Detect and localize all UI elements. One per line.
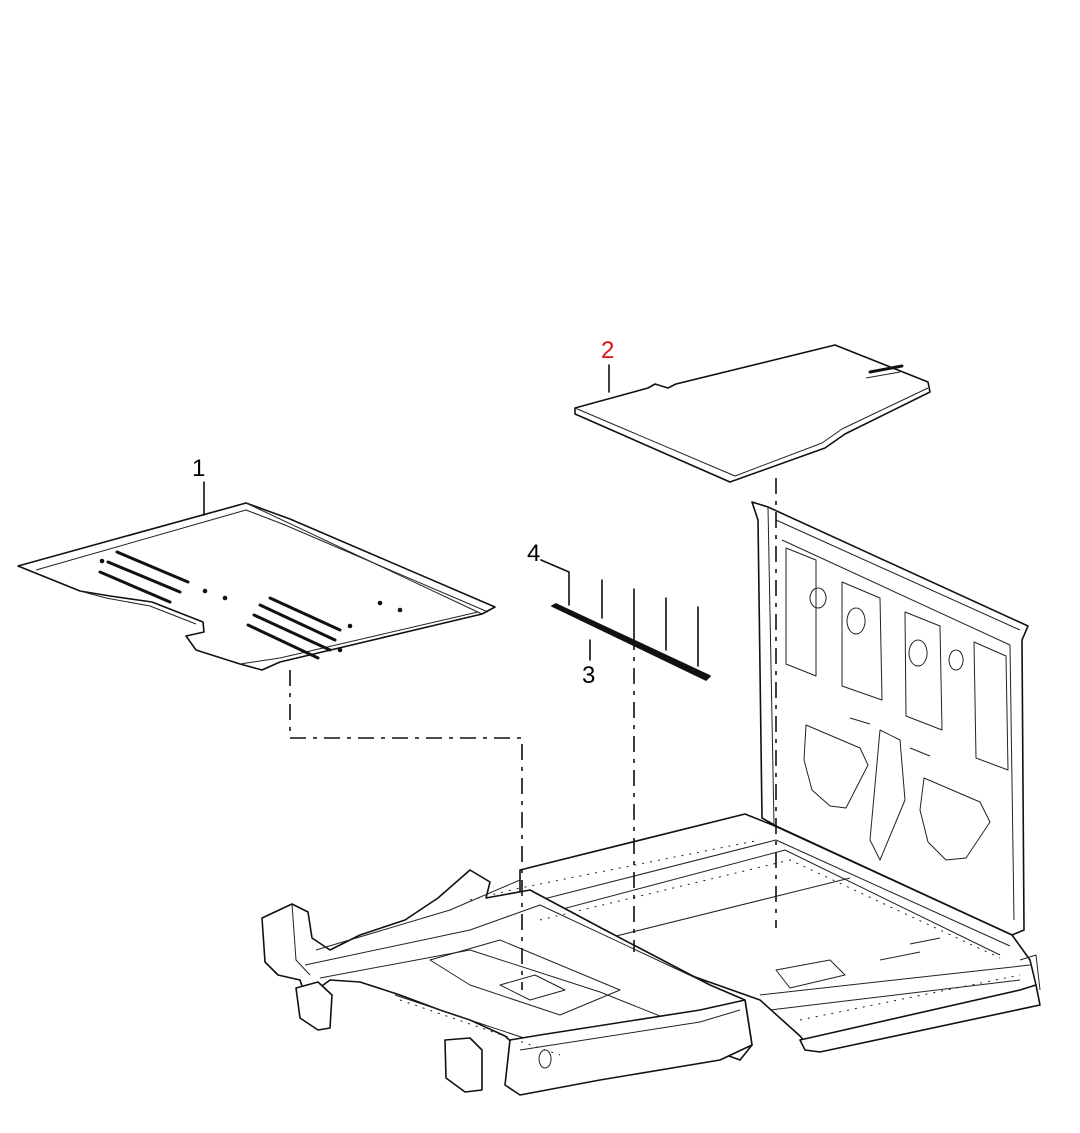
- leader-lines: [203, 364, 610, 661]
- floor-mat-front[interactable]: [17, 502, 496, 671]
- installation-paths: [289, 478, 777, 990]
- fasteners[interactable]: [568, 571, 699, 667]
- callout-2: 2: [601, 337, 614, 364]
- floor-pan-assembly: [261, 501, 1041, 1096]
- sill-strip[interactable]: [551, 603, 711, 681]
- callout-3: 3: [582, 662, 595, 689]
- callout-4: 4: [527, 540, 540, 567]
- floor-mat-rear[interactable]: [574, 344, 931, 483]
- callout-1: 1: [192, 455, 205, 482]
